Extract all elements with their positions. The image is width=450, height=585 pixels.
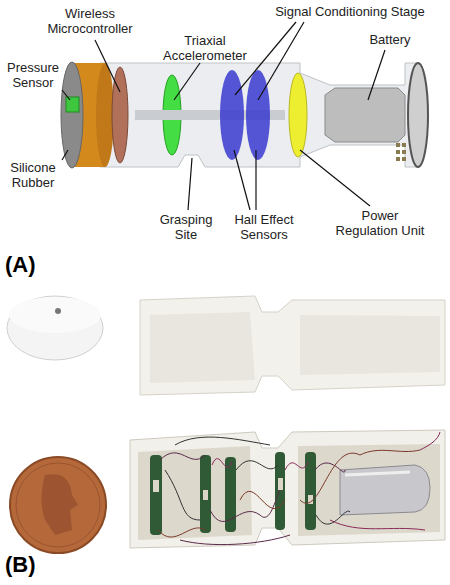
end-cap-photo: [7, 296, 103, 360]
power-regulation-board: [289, 73, 307, 157]
hall-sensor-board: [220, 70, 244, 160]
end-cap: [408, 63, 428, 167]
pressure-sensor: [66, 97, 79, 112]
coin: [10, 457, 106, 553]
cap-hole: [55, 308, 61, 314]
photo-panel: [0, 285, 450, 585]
leader-lines: [62, 22, 385, 210]
board-markings: [153, 478, 313, 504]
capsule-model: [61, 62, 428, 168]
part-label: Signal Conditioning Stage: [255, 4, 445, 19]
capsule-half: [130, 430, 445, 548]
circuit-boards: [150, 452, 316, 535]
orange-cap-face: [96, 63, 114, 167]
panel-letter: (B): [5, 552, 55, 578]
silicone-rubber: [61, 62, 83, 168]
part-label: Pressure Sensor: [2, 60, 64, 90]
hall-sensor-board: [246, 70, 270, 160]
shell-half: [140, 296, 445, 395]
part-label: Power Regulation Unit: [330, 208, 430, 238]
capsule-shell: [100, 63, 418, 167]
part-label: Battery: [360, 32, 420, 47]
connector-pins: [396, 143, 406, 161]
wires: [158, 432, 440, 545]
battery: [325, 88, 405, 142]
part-label: Wireless Microcontroller: [40, 6, 140, 36]
part-label: Silicone Rubber: [2, 160, 64, 190]
battery-photo: [340, 465, 430, 515]
part-label: Triaxial Accelerometer: [160, 33, 250, 63]
coin-portrait: [42, 474, 79, 535]
part-label: Hall Effect Sensors: [222, 212, 306, 242]
panel-letter: (A): [5, 252, 55, 278]
part-label: Grasping Site: [150, 212, 222, 242]
